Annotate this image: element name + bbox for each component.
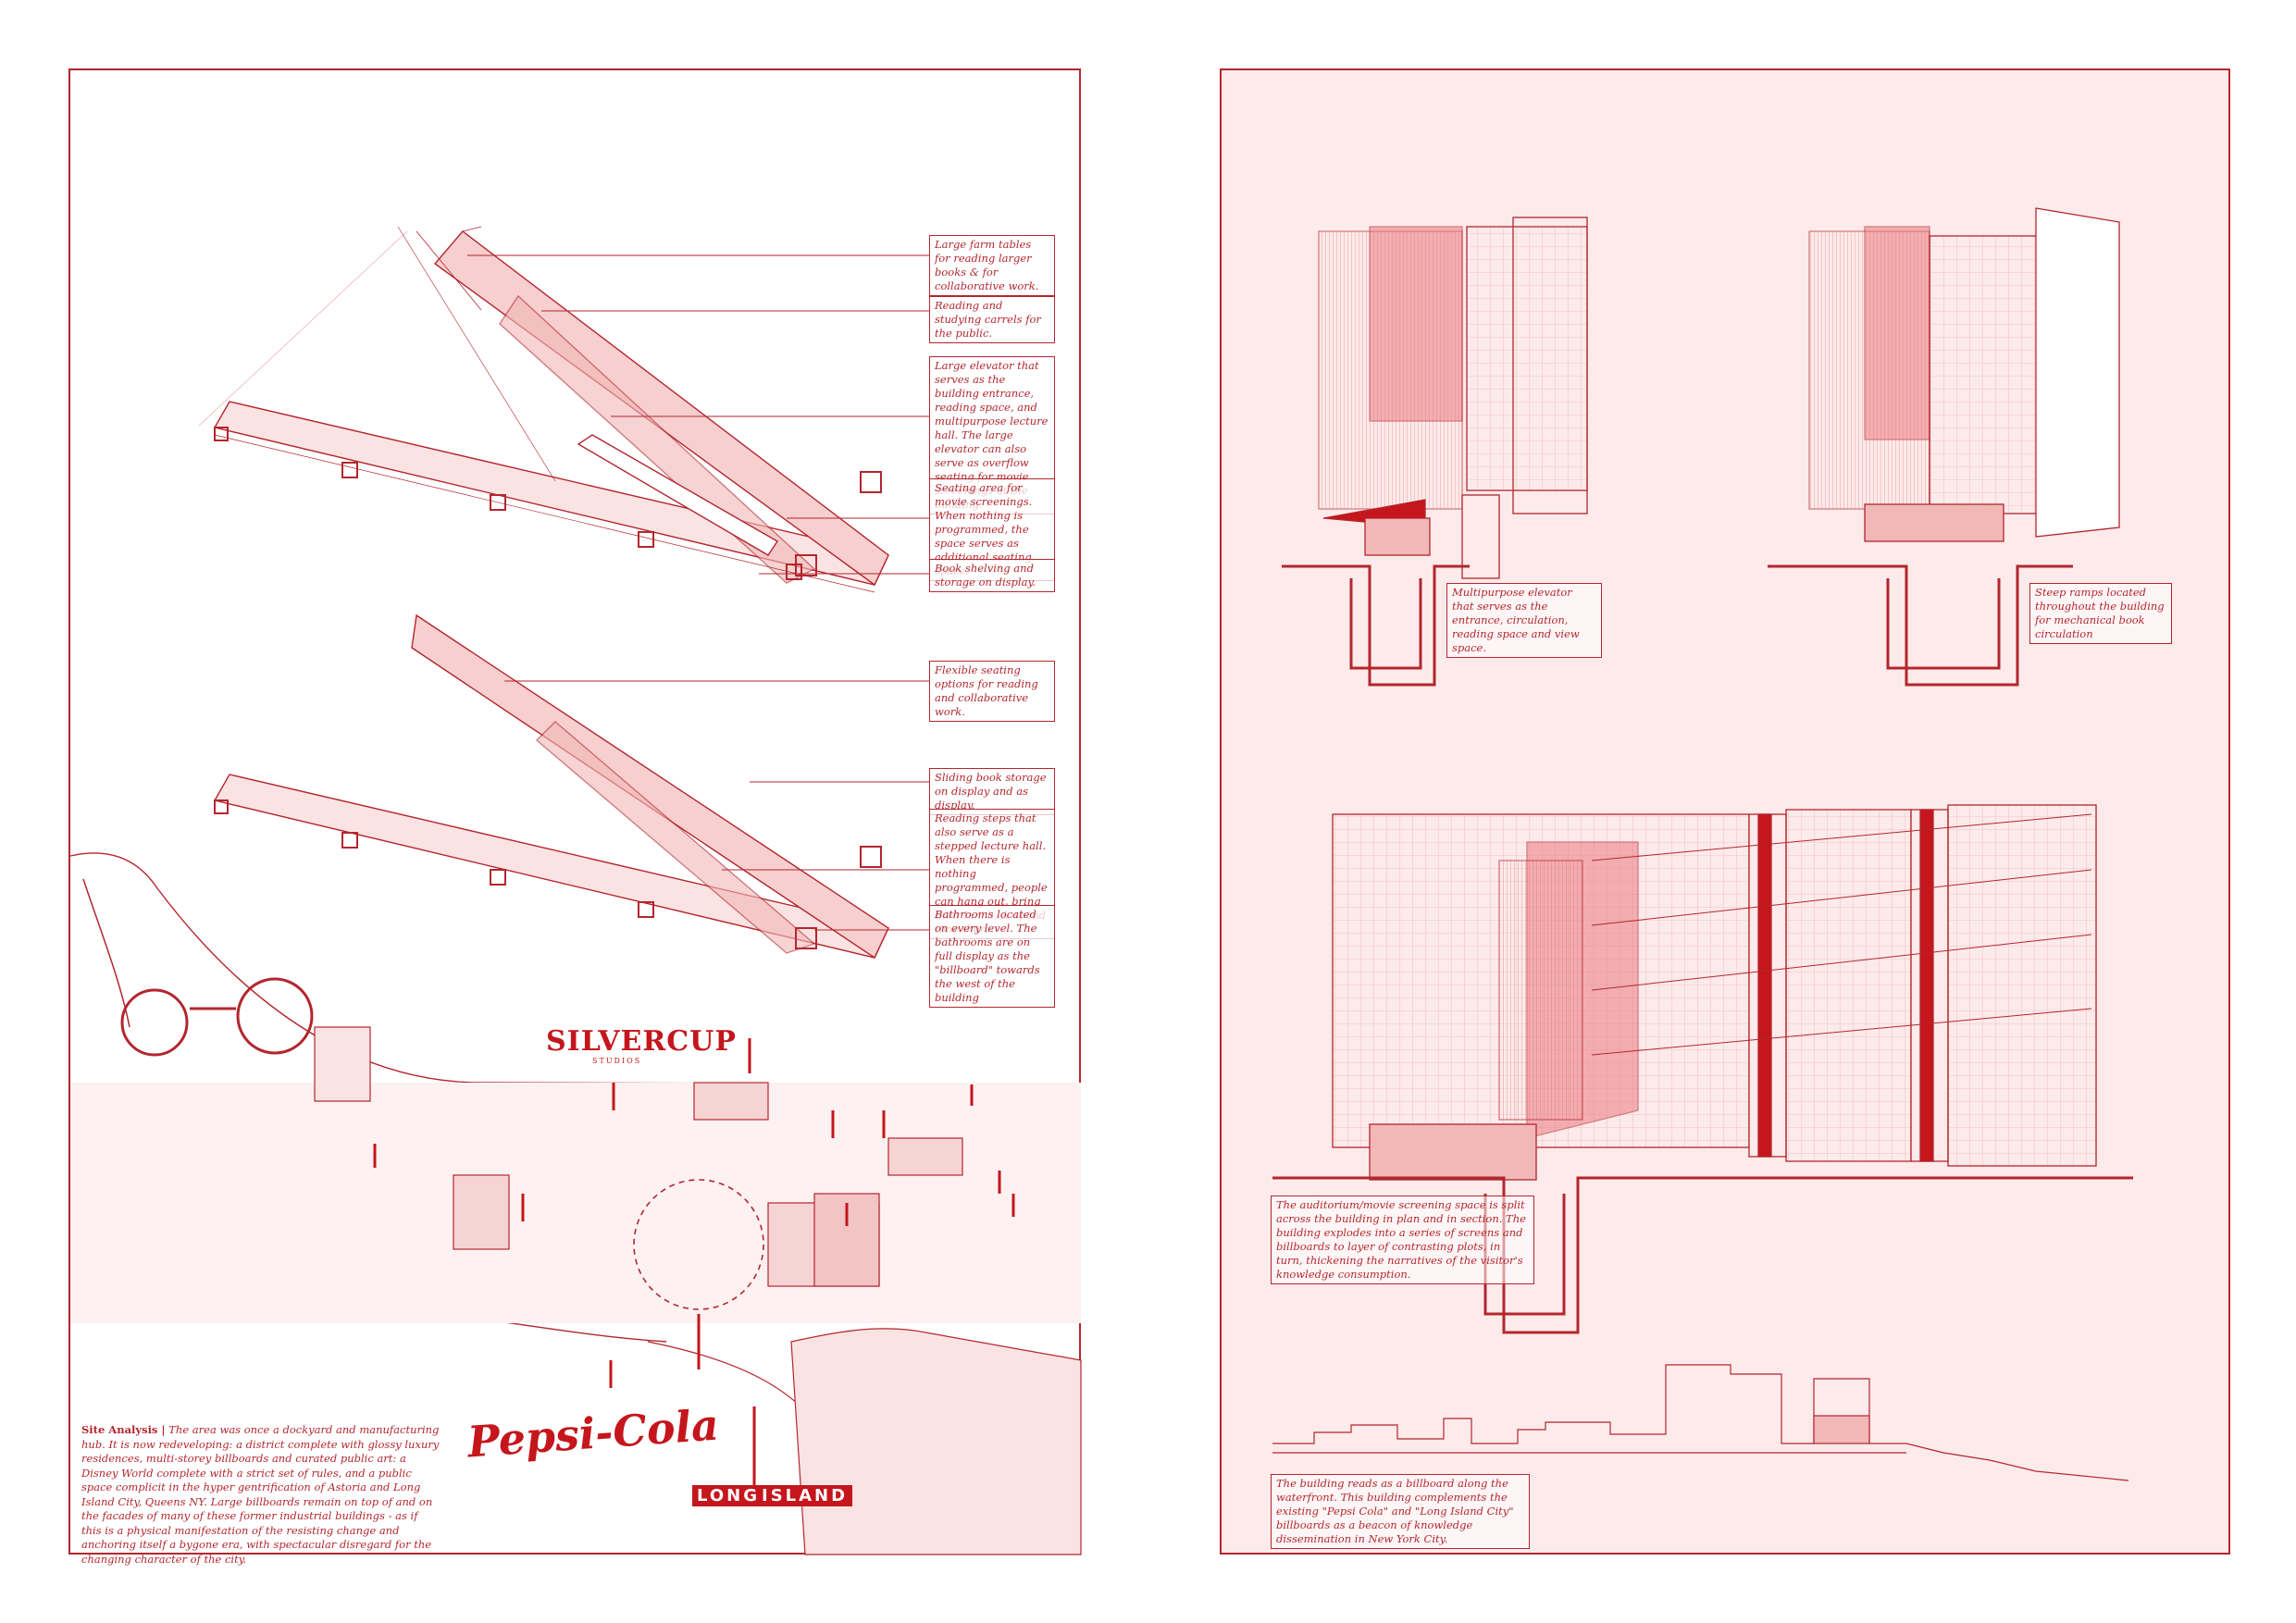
site-context — [69, 852, 1082, 1555]
callout-carrels: Reading and studying carrels for the pub… — [929, 296, 1055, 343]
callout-farm-tables: Large farm tables for reading larger boo… — [929, 235, 1055, 296]
callout-sliding-storage: Sliding book storage on display and as d… — [929, 768, 1055, 815]
silvercup-logo: SILVERCUP — [546, 1025, 737, 1058]
callout-bathrooms: Bathrooms located on every level. The ba… — [929, 905, 1055, 1008]
site-analysis-text: Site Analysis | The area was once a dock… — [81, 1423, 441, 1567]
waterfront-elevation — [1272, 1364, 2129, 1481]
left-leader-lines — [467, 254, 929, 931]
section-axon-2 — [1768, 207, 2120, 687]
callout-multipurpose-elevator: Multipurpose elevator that serves as the… — [1446, 583, 1602, 658]
section-axon-3 — [1272, 804, 2133, 1334]
upper-plan-axon — [198, 226, 890, 593]
site-markers — [373, 1038, 1015, 1490]
callout-auditorium: The auditorium/movie screening space is … — [1271, 1196, 1534, 1284]
callout-steep-ramps: Steep ramps located throughout the build… — [2029, 583, 2172, 644]
site-analysis-body: The area was once a dockyard and manufac… — [81, 1423, 440, 1566]
site-analysis-heading: Site Analysis | — [81, 1423, 166, 1436]
lower-plan-axon — [213, 613, 890, 960]
callout-flexible-seating: Flexible seating options for reading and… — [929, 661, 1055, 722]
callout-waterfront: The building reads as a billboard along … — [1271, 1474, 1530, 1549]
section-axon-1 — [1282, 217, 1588, 687]
long-sign: LONG — [692, 1485, 764, 1506]
callout-book-shelving: Book shelving and storage on display. — [929, 559, 1055, 592]
silvercup-studios-label: STUDIOS — [592, 1057, 642, 1065]
island-sign: ISLAND — [757, 1485, 853, 1506]
